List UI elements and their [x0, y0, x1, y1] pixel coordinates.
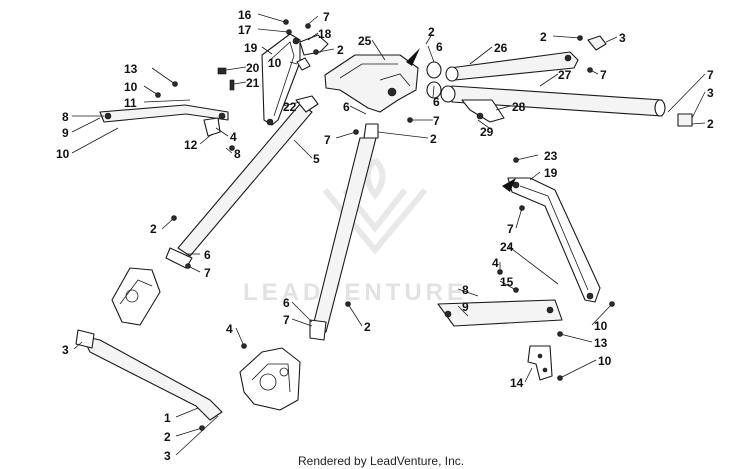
- callout-15: 15: [500, 275, 514, 289]
- callout-7: 7: [283, 313, 290, 327]
- watermark-text: LEADVENTURE: [243, 279, 467, 306]
- callout-29: 29: [480, 125, 494, 139]
- callout-17: 17: [238, 23, 252, 37]
- callout-13: 13: [594, 336, 608, 350]
- side-rail-right: [502, 177, 601, 303]
- callout-6: 6: [433, 95, 440, 109]
- callout-23: 23: [544, 149, 558, 163]
- hardware-20-21: [217, 67, 235, 91]
- leader-lines: [71, 13, 706, 456]
- callout-7: 7: [600, 68, 607, 82]
- connector-25: [324, 48, 420, 113]
- callout-2: 2: [364, 320, 371, 334]
- render-credit: Rendered by LeadVenture, Inc.: [298, 454, 464, 468]
- callout-3: 3: [164, 449, 171, 463]
- callout-6: 6: [204, 248, 211, 262]
- callout-2: 2: [430, 132, 437, 146]
- callout-19: 19: [544, 166, 558, 180]
- callout-6: 6: [283, 296, 290, 310]
- hardware-fasteners: [155, 19, 615, 431]
- callout-10: 10: [598, 354, 612, 368]
- callout-13: 13: [124, 62, 138, 76]
- callout-7: 7: [324, 133, 331, 147]
- callout-22: 22: [283, 100, 297, 114]
- callout-8: 8: [462, 283, 469, 297]
- rail-9-right: [437, 299, 563, 327]
- callout-6: 6: [343, 100, 350, 114]
- callout-7: 7: [707, 68, 714, 82]
- callout-16: 16: [238, 8, 252, 22]
- callout-12: 12: [184, 138, 198, 152]
- callout-2: 2: [150, 222, 157, 236]
- frame-mount-left: [111, 267, 161, 326]
- callout-7: 7: [323, 10, 330, 24]
- cap-3-top: [587, 35, 693, 127]
- callout-9: 9: [462, 300, 469, 314]
- plate-14: [527, 345, 553, 381]
- callout-1: 1: [164, 411, 171, 425]
- clamp-28: [461, 99, 505, 123]
- frame-mount-center: [239, 347, 301, 411]
- callout-25: 25: [358, 34, 372, 48]
- bracket-18: [296, 34, 329, 71]
- callout-labels: 16 17 7 18 19 2 10 20 21 22 25 2 6 26 2 …: [56, 8, 714, 463]
- callout-2: 2: [707, 117, 714, 131]
- callout-6: 6: [436, 40, 443, 54]
- callout-10: 10: [124, 80, 138, 94]
- tube-5-left: [165, 95, 319, 269]
- callout-9: 9: [62, 126, 69, 140]
- callout-7: 7: [433, 114, 440, 128]
- side-rail-upper-left: [261, 33, 301, 126]
- callout-7: 7: [507, 222, 514, 236]
- callout-8: 8: [62, 110, 69, 124]
- callout-2: 2: [337, 43, 344, 57]
- callout-2: 2: [164, 430, 171, 444]
- tube-center: [309, 123, 379, 341]
- callout-4: 4: [226, 322, 233, 336]
- rail-9-left: [99, 104, 229, 137]
- callout-19: 19: [244, 41, 258, 55]
- callout-26: 26: [494, 41, 508, 55]
- callout-8: 8: [234, 147, 241, 161]
- bar-27: [426, 81, 666, 117]
- callout-20: 20: [246, 61, 260, 75]
- callout-5: 5: [313, 152, 320, 166]
- bar-1-lower: [75, 329, 223, 421]
- callout-4: 4: [230, 130, 237, 144]
- callout-24: 24: [500, 240, 514, 254]
- callout-10: 10: [268, 56, 282, 70]
- callout-3: 3: [707, 86, 714, 100]
- callout-11: 11: [124, 96, 137, 110]
- callout-28: 28: [512, 100, 526, 114]
- callout-27: 27: [558, 68, 572, 82]
- callout-14: 14: [510, 376, 524, 390]
- watermark-logo: LEADVENTURE: [243, 157, 467, 306]
- callout-3: 3: [62, 343, 69, 357]
- callout-2: 2: [540, 30, 547, 44]
- callout-3: 3: [619, 31, 626, 45]
- callout-10: 10: [594, 319, 608, 333]
- callout-2: 2: [428, 25, 435, 39]
- callout-4: 4: [492, 256, 499, 270]
- bar-26: [426, 51, 579, 82]
- callout-7: 7: [204, 266, 211, 280]
- callout-21: 21: [246, 76, 260, 90]
- callout-18: 18: [318, 27, 332, 41]
- callout-10: 10: [56, 147, 70, 161]
